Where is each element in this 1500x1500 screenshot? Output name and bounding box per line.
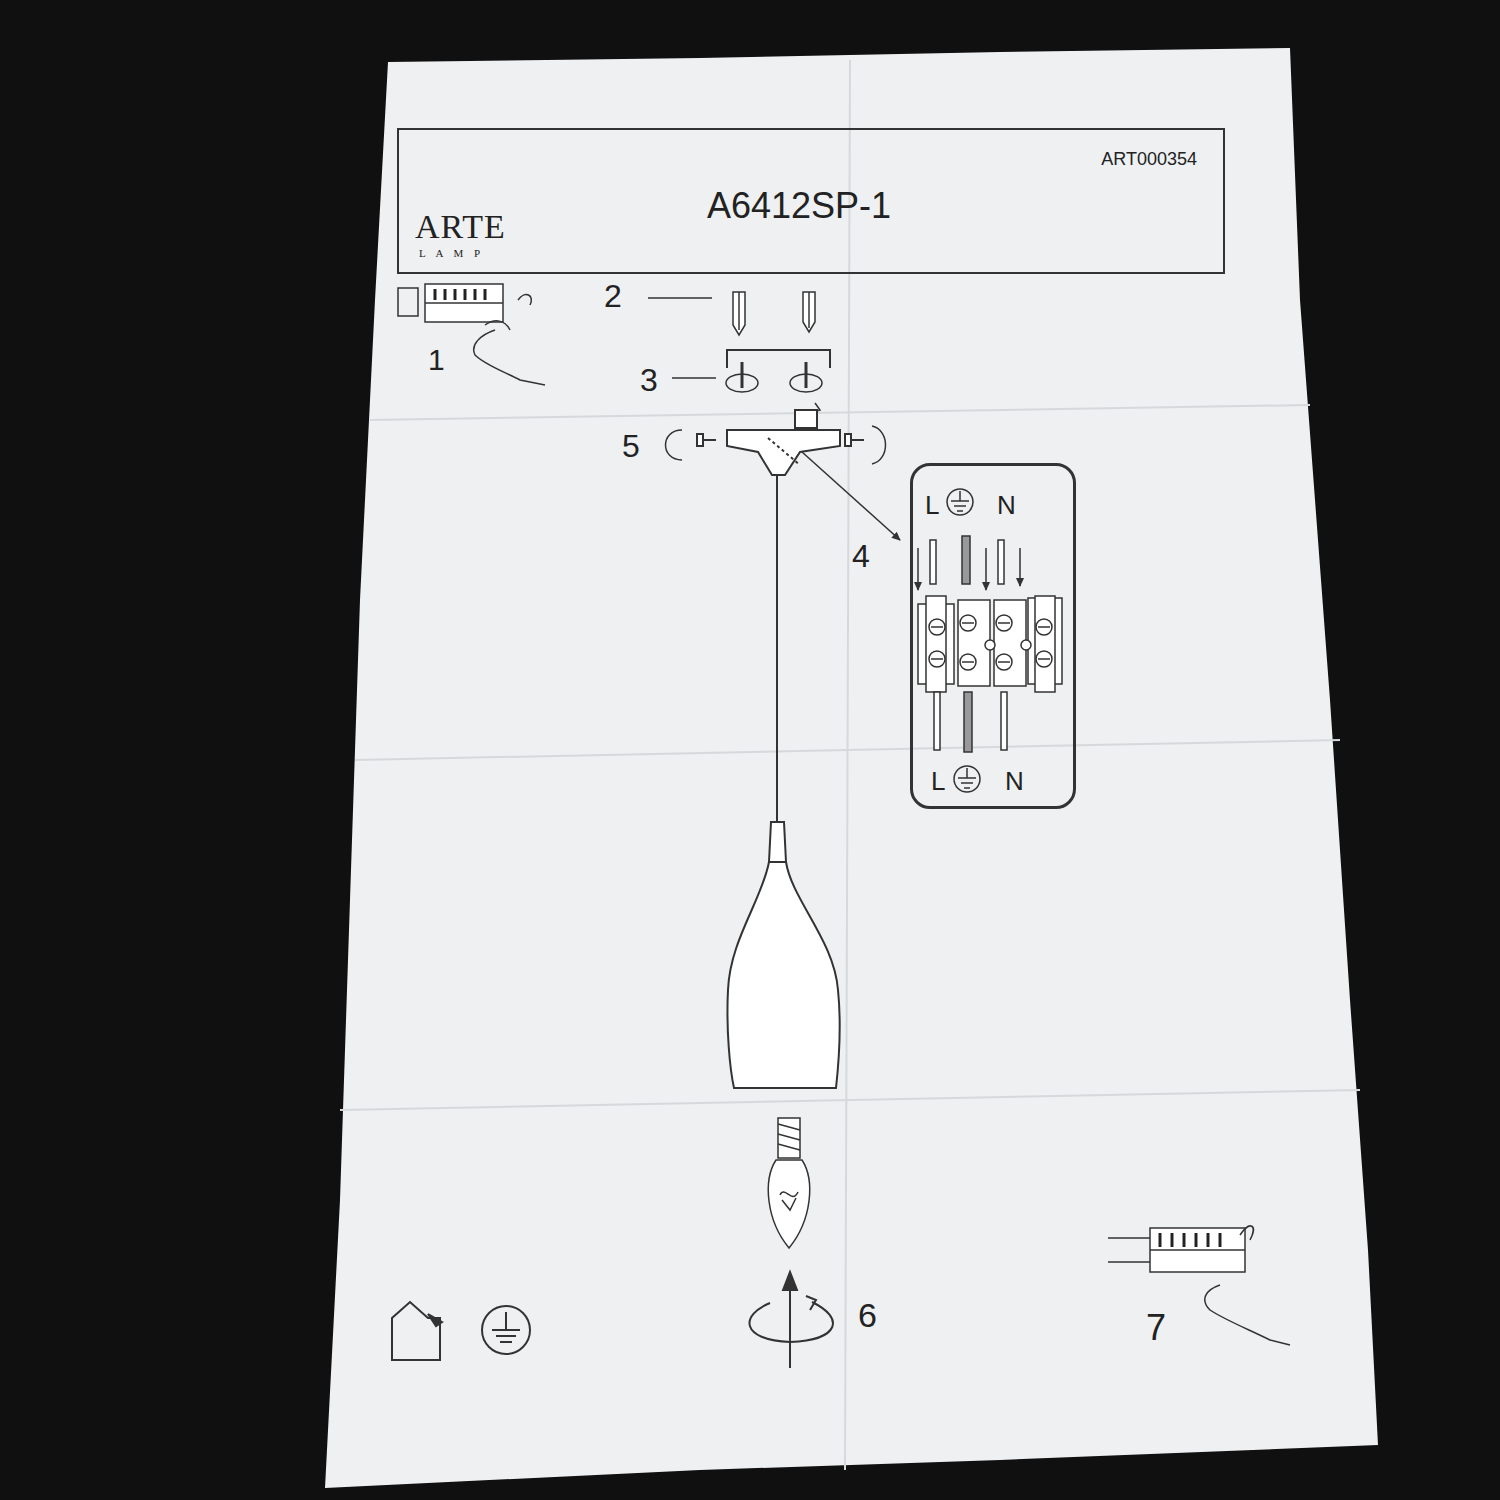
ground-symbol — [482, 1306, 530, 1354]
ceiling-canopy — [666, 410, 886, 475]
callout-number: 3 — [640, 364, 658, 396]
mounting-bracket — [672, 350, 830, 412]
terminal-letter: L — [925, 492, 939, 518]
terminal-block — [918, 489, 1062, 792]
callout-number: 4 — [852, 540, 870, 572]
breaker-hand-step1 — [398, 284, 545, 385]
terminal-letter: L — [931, 768, 945, 794]
callout-number: 6 — [858, 1298, 877, 1332]
rotation-arrow — [750, 1272, 833, 1368]
brand-name: ARTE — [415, 210, 506, 244]
indoor-use-icon — [392, 1302, 442, 1360]
callout-number: 5 — [622, 430, 640, 462]
callout-leader — [802, 452, 900, 540]
breaker-hand-step7 — [1108, 1226, 1290, 1345]
fold-lines — [340, 60, 1360, 1470]
candle-bulb — [768, 1118, 809, 1248]
brand-subtitle: L A M P — [419, 248, 484, 259]
callout-number: 7 — [1146, 1310, 1166, 1346]
wall-plugs — [648, 292, 815, 335]
callout-number: 1 — [428, 345, 445, 375]
title-block: ARTE L A M P A6412SP-1 ART000354 — [397, 128, 1225, 274]
article-number: ART000354 — [1101, 150, 1197, 168]
paper-sheet — [325, 48, 1378, 1488]
wiring-callout: L N L N — [910, 463, 1076, 809]
callout-number: 2 — [604, 280, 622, 312]
terminal-letter: N — [1005, 768, 1024, 794]
terminal-letter: N — [997, 492, 1016, 518]
model-number: A6412SP-1 — [707, 188, 891, 224]
pendant-lamp — [727, 476, 839, 1088]
